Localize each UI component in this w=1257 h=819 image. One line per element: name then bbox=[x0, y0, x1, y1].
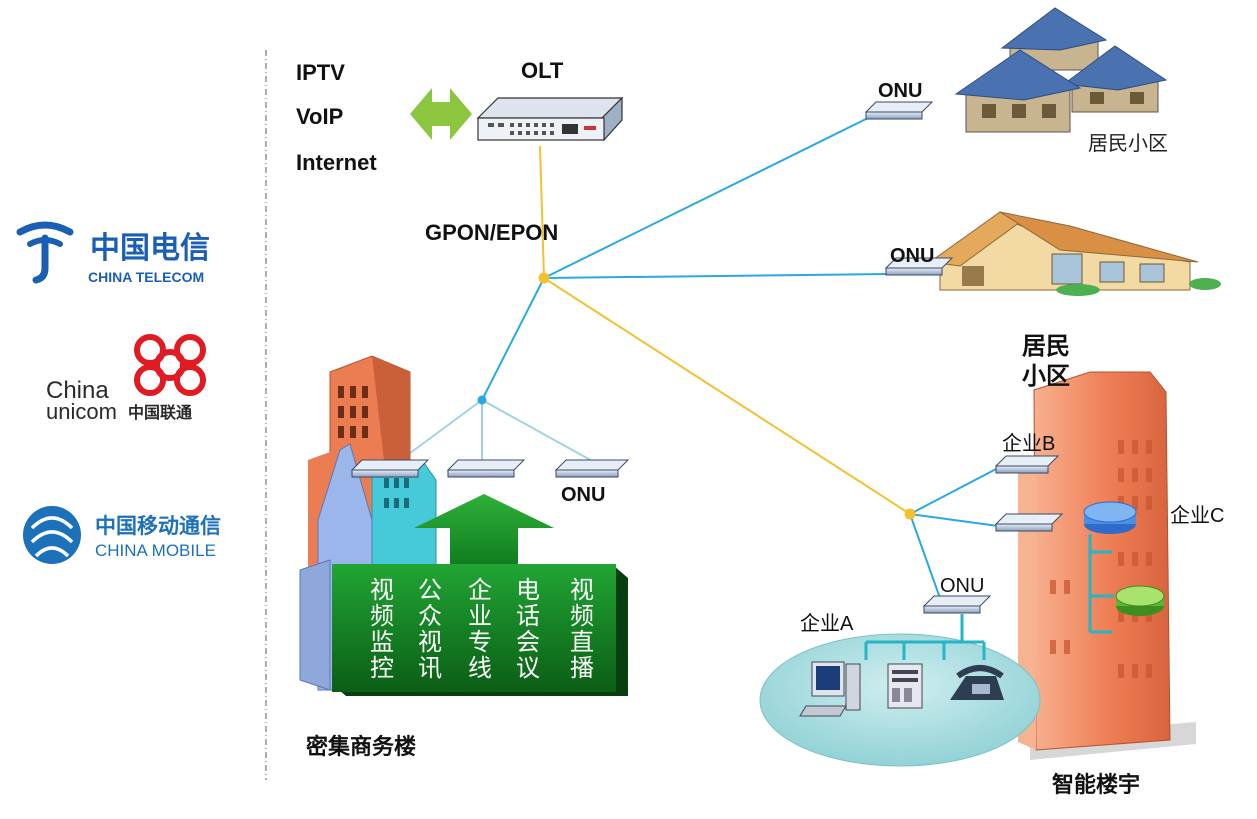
switch-icon bbox=[1115, 585, 1165, 616]
svc-col4-c2: 话 bbox=[516, 603, 540, 630]
server-icon bbox=[887, 663, 923, 709]
svc-col1-c4: 控 bbox=[370, 655, 394, 682]
svc-col5-c4: 播 bbox=[570, 655, 594, 682]
enterprise-a-cabling bbox=[864, 614, 986, 660]
smart-building-tower-icon bbox=[1018, 371, 1196, 760]
onu-office-label: ONU bbox=[561, 484, 605, 506]
china-unicom-logo: China unicom 中国联通 bbox=[46, 334, 206, 424]
services-box bbox=[332, 564, 616, 692]
telephone-icon bbox=[950, 665, 1004, 700]
service-columns: 视 频 监 控 公 众 视 讯 企 业 专 线 电 话 会 议 视 频 直 播 bbox=[370, 577, 594, 682]
unicom-cn-name: 中国联通 bbox=[128, 403, 192, 422]
service-internet: Internet bbox=[296, 150, 377, 175]
service-iptv: IPTV bbox=[296, 60, 345, 85]
residential-top-label: 居民小区 bbox=[1088, 132, 1168, 155]
service-voip: VoIP bbox=[296, 104, 343, 129]
enterprise-c-label: 企业C bbox=[1170, 504, 1224, 527]
residential-tower-label-1: 居民 bbox=[1022, 333, 1070, 360]
onu-enterprise-c-device bbox=[994, 513, 1064, 532]
splitter-main bbox=[538, 272, 550, 284]
pon-label: GPON/EPON bbox=[425, 220, 558, 245]
svc-col5-c1: 视 bbox=[570, 577, 594, 604]
residential-houses-icon bbox=[954, 7, 1168, 133]
svc-col2-c1: 公 bbox=[418, 577, 442, 604]
svc-col1-c2: 频 bbox=[370, 603, 394, 630]
svc-col4-c3: 会 bbox=[516, 629, 540, 656]
splitter-office bbox=[477, 395, 487, 405]
svc-col1-c1: 视 bbox=[370, 577, 394, 604]
onu-office-2-device bbox=[446, 459, 526, 478]
unicom-line1: China bbox=[46, 377, 109, 404]
onu-enterprise-b-device bbox=[994, 455, 1060, 474]
enterprise-a-label: 企业A bbox=[800, 612, 854, 635]
onu-house-label: ONU bbox=[890, 245, 934, 267]
fiber-lines bbox=[397, 117, 999, 599]
mobile-en-name: CHINA MOBILE bbox=[95, 541, 216, 560]
smart-building-label: 智能楼宇 bbox=[1052, 772, 1140, 797]
svc-col5-c3: 直 bbox=[570, 629, 594, 656]
residential-tower-label-2: 小区 bbox=[1022, 363, 1070, 390]
unicom-line2: unicom bbox=[46, 399, 117, 424]
olt-device bbox=[476, 96, 624, 142]
telecom-en-name: CHINA TELECOM bbox=[88, 269, 204, 285]
svc-col3-c2: 业 bbox=[468, 603, 492, 630]
china-telecom-logo: 中国电信 CHINA TELECOM bbox=[16, 221, 210, 285]
onu-enterprise-a-device bbox=[922, 595, 992, 614]
svc-col3-c1: 企 bbox=[468, 577, 492, 604]
svc-col3-c4: 线 bbox=[468, 655, 492, 682]
mobile-cn-name: 中国移动通信 bbox=[95, 514, 221, 538]
svc-col2-c3: 视 bbox=[418, 629, 442, 656]
router-icon bbox=[1083, 501, 1137, 534]
svc-col3-c3: 专 bbox=[468, 629, 492, 656]
onu-top-label: ONU bbox=[878, 80, 922, 102]
dense-office-label: 密集商务楼 bbox=[306, 734, 416, 759]
onu-top-device bbox=[864, 101, 934, 120]
tower-internal-cabling bbox=[1088, 534, 1114, 634]
svc-col5-c2: 频 bbox=[570, 603, 594, 630]
svc-col2-c4: 讯 bbox=[418, 655, 442, 682]
onu-office-1-device bbox=[350, 459, 430, 478]
svc-col4-c1: 电 bbox=[516, 577, 540, 604]
olt-label: OLT bbox=[521, 58, 564, 83]
computer-icon bbox=[799, 661, 861, 717]
svc-col4-c4: 议 bbox=[516, 655, 540, 682]
house-icon bbox=[928, 211, 1221, 296]
onu-enterprise-a-label: ONU bbox=[940, 575, 984, 597]
splitter-building bbox=[904, 508, 916, 520]
china-mobile-logo: 中国移动通信 CHINA MOBILE bbox=[23, 506, 221, 564]
upward-arrow-icon bbox=[414, 494, 554, 566]
telecom-cn-name: 中国电信 bbox=[90, 232, 210, 265]
onu-office-3-device bbox=[554, 459, 630, 478]
bidirectional-arrow-icon bbox=[410, 88, 472, 140]
svc-col1-c3: 监 bbox=[370, 629, 394, 656]
onu-house-device bbox=[884, 257, 954, 276]
svc-col2-c2: 众 bbox=[418, 603, 442, 630]
enterprise-b-label: 企业B bbox=[1002, 432, 1055, 455]
